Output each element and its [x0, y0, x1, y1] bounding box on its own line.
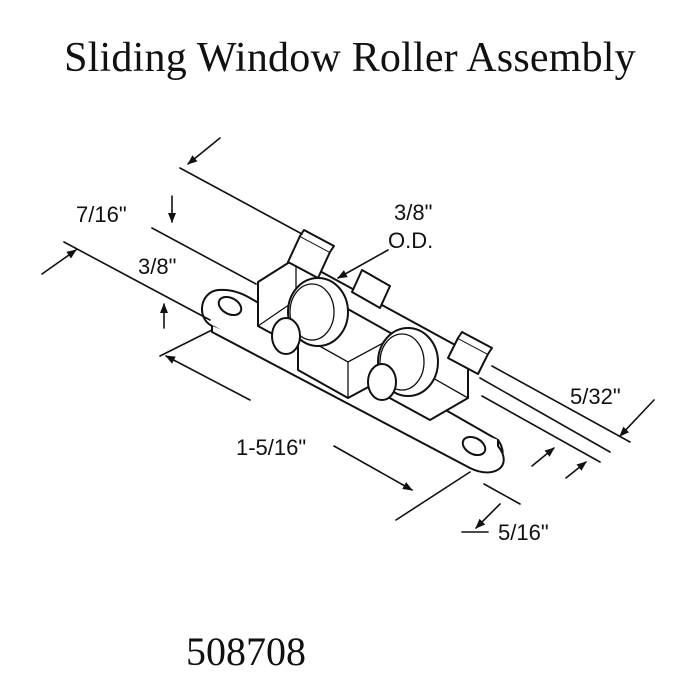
base-plate-edge: [211, 325, 505, 474]
dim-roller-height: 3/8": [138, 254, 176, 279]
dim-base-width: 5/16": [498, 520, 549, 545]
dim-roller-diameter-value: 3/8": [394, 200, 432, 225]
part-number: 508708: [186, 629, 306, 674]
diagram-title: Sliding Window Roller Assembly: [64, 35, 636, 81]
mounting-hole-left: [217, 295, 243, 317]
dimension-lines: [41, 137, 655, 533]
roller-right-axle: [367, 363, 397, 401]
mounting-hole-right: [461, 435, 487, 457]
roller-left-axle: [271, 317, 301, 355]
dim-plate-thickness: 5/32": [570, 384, 621, 409]
dim-overall-length: 1-5/16": [236, 435, 306, 460]
tab-middle: [351, 269, 391, 309]
roller-assembly-part: [201, 229, 505, 474]
dim-bracket-height: 7/16": [76, 202, 127, 227]
roller-left: [287, 277, 349, 347]
dim-roller-diameter-unit: O.D.: [388, 228, 433, 253]
